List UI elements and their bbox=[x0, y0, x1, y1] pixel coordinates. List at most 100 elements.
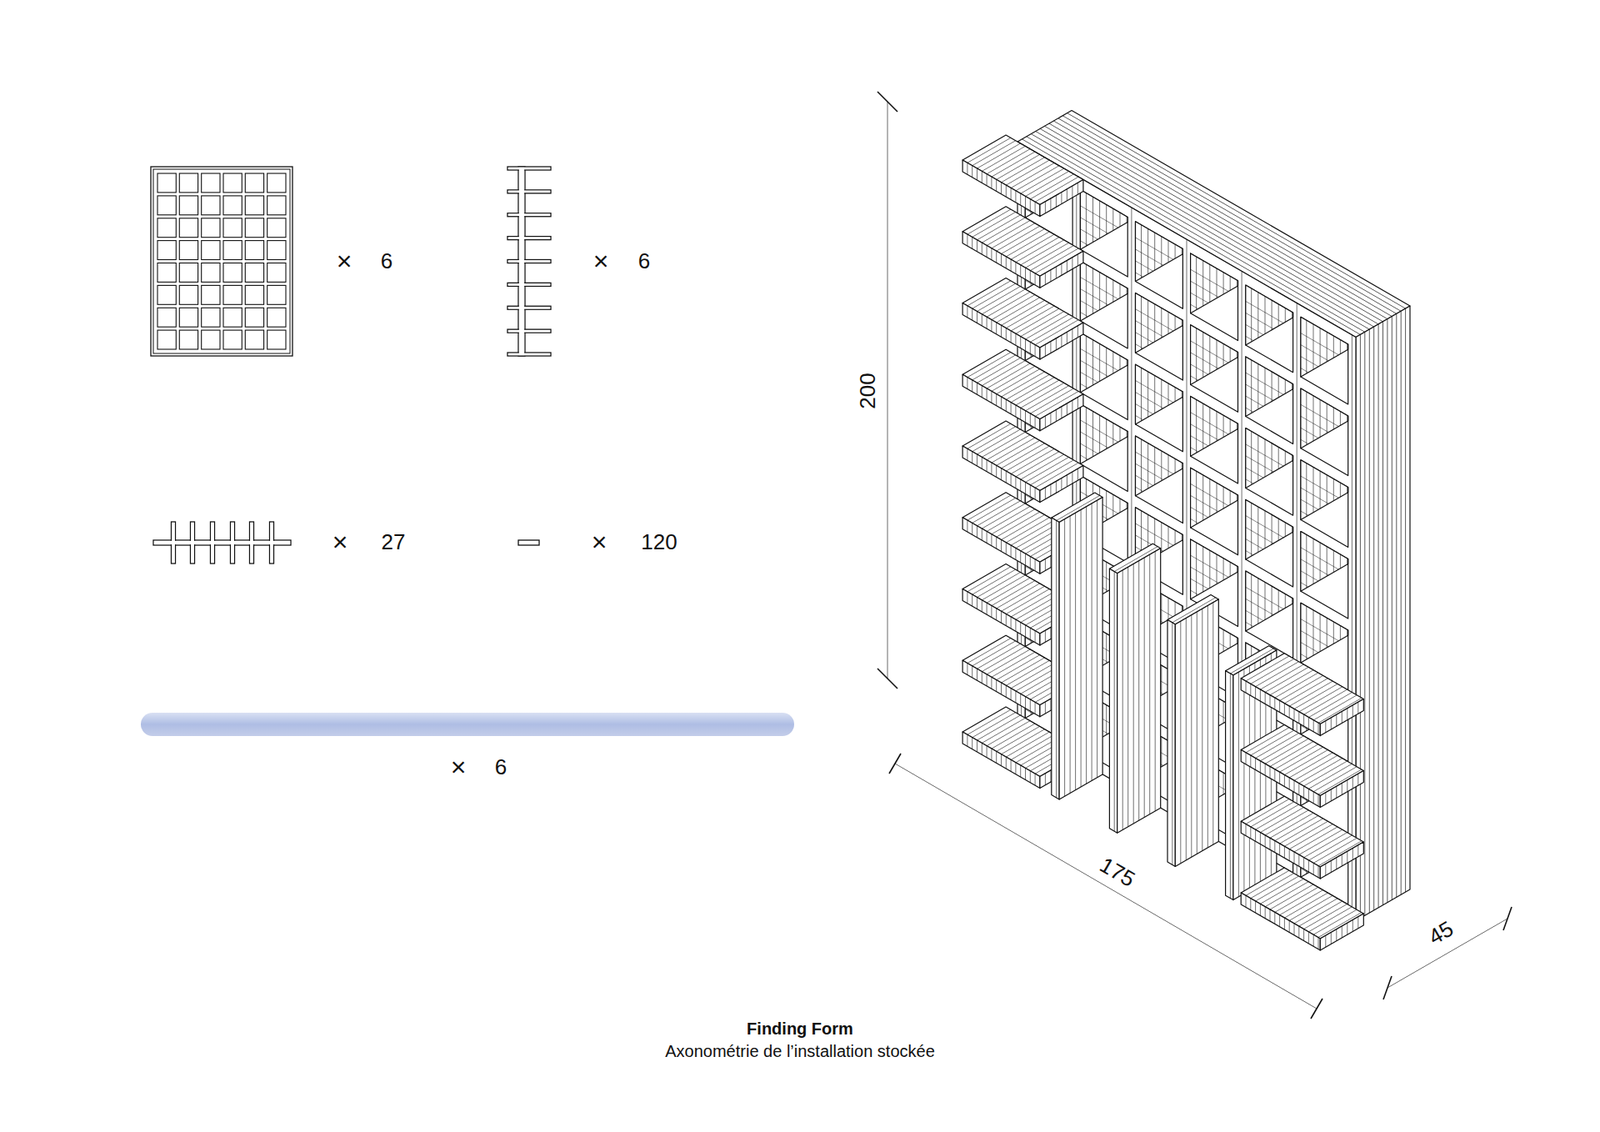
panel-side bbox=[1355, 305, 1410, 921]
vertical-fin-front bbox=[1225, 670, 1234, 900]
grid-cell bbox=[157, 263, 176, 283]
wall-hatch bbox=[1140, 367, 1142, 421]
wall-hatch bbox=[1126, 359, 1128, 366]
floor-hatch bbox=[1245, 372, 1284, 395]
shelf-hatch bbox=[995, 680, 997, 692]
shelf-hatch bbox=[1196, 611, 1198, 855]
quantity: 120 bbox=[640, 530, 677, 553]
shelf-hatch bbox=[991, 151, 1035, 177]
shelf-hatch bbox=[967, 280, 1011, 306]
shelf-hatch bbox=[1255, 829, 1256, 841]
shelf-left-front bbox=[962, 660, 1040, 717]
shelf-hatch bbox=[977, 643, 1021, 669]
shelf-hatch bbox=[1245, 680, 1247, 693]
wall-hatch bbox=[1291, 597, 1293, 604]
wall-hatch bbox=[1160, 522, 1162, 553]
shelf-hatch bbox=[1060, 406, 1062, 419]
dimension-value: 45 bbox=[1425, 917, 1457, 949]
shelf-hatch bbox=[995, 750, 997, 763]
wall-hatch bbox=[1250, 431, 1252, 485]
shelf-hatch bbox=[1346, 922, 1348, 935]
floor-hatch bbox=[1300, 570, 1319, 581]
shelf-hatch bbox=[1313, 791, 1315, 804]
grid-cell bbox=[245, 173, 264, 193]
opening bbox=[1135, 364, 1184, 452]
wall-hatch bbox=[1230, 490, 1231, 505]
horizontal-comb-fill bbox=[270, 522, 273, 563]
shelf-hatch bbox=[971, 236, 973, 249]
shelf-hatch bbox=[1284, 750, 1328, 775]
floor-hatch bbox=[1190, 590, 1199, 595]
shelf-hatch bbox=[971, 380, 973, 392]
floor-hatch bbox=[1135, 344, 1144, 349]
shelf-hatch bbox=[995, 179, 997, 191]
wall-hatch bbox=[1195, 400, 1197, 454]
shelf-hatch bbox=[1010, 760, 1012, 772]
floor-hatch bbox=[1080, 240, 1088, 245]
shelf-hatch bbox=[1010, 663, 1055, 689]
shelf-hatch bbox=[1025, 696, 1026, 709]
shelf-hatch bbox=[996, 725, 1040, 751]
quantity: 6 bbox=[495, 755, 507, 778]
shelf-hatch bbox=[1357, 773, 1359, 785]
shelf-hatch bbox=[1270, 884, 1314, 910]
shelf-hatch bbox=[1255, 804, 1300, 830]
shelf-hatch bbox=[1015, 190, 1016, 203]
shelf-hatch bbox=[1274, 840, 1275, 853]
shelf-hatch bbox=[1284, 703, 1285, 715]
shelf-left-front bbox=[962, 303, 1040, 360]
shelf-hatch bbox=[1149, 554, 1150, 815]
shelf-hatch bbox=[1280, 746, 1324, 772]
vertical-comb-fill bbox=[508, 260, 550, 262]
shelf-hatch bbox=[981, 717, 1025, 743]
shelf-hatch bbox=[1015, 262, 1016, 275]
shelf-hatch bbox=[1015, 380, 1060, 405]
shelf-hatch bbox=[1030, 627, 1031, 640]
shelf-hatch bbox=[1304, 760, 1348, 786]
shelf-hatch bbox=[1015, 476, 1016, 489]
wall-hatch bbox=[1126, 216, 1128, 224]
shelf-hatch bbox=[1270, 695, 1271, 707]
wall-hatch bbox=[1160, 665, 1162, 695]
floor-hatch bbox=[1135, 404, 1154, 415]
shelf-hatch bbox=[1045, 344, 1046, 356]
wall-hatch bbox=[1333, 550, 1335, 572]
panel-hatch bbox=[1030, 134, 1370, 330]
panel-hatch bbox=[1395, 313, 1397, 897]
shelf-hatch bbox=[1289, 920, 1290, 932]
shelf-hatch bbox=[1005, 542, 1007, 555]
shelf-hatch bbox=[996, 154, 1040, 180]
wall-hatch bbox=[1160, 450, 1162, 481]
shelf-hatch bbox=[1020, 407, 1021, 420]
shelf-hatch bbox=[1010, 188, 1012, 200]
shelf-hatch bbox=[1001, 229, 1045, 255]
shelf-right-front bbox=[1240, 892, 1320, 950]
shelf-hatch bbox=[1270, 837, 1271, 850]
grid-cell bbox=[157, 307, 176, 327]
shelf-hatch bbox=[1346, 708, 1348, 720]
shelf-hatch bbox=[986, 531, 988, 544]
floor-hatch bbox=[1300, 499, 1319, 510]
wall-hatch bbox=[1168, 597, 1170, 620]
shelf-hatch bbox=[1341, 711, 1343, 724]
wall-hatch bbox=[1333, 479, 1335, 501]
floor-hatch bbox=[1190, 447, 1199, 452]
wall-hatch bbox=[1147, 229, 1149, 275]
shelf-hatch bbox=[976, 454, 978, 466]
shelf-hatch bbox=[986, 649, 1030, 675]
shelf-hatch bbox=[1020, 336, 1021, 349]
shelf-hatch bbox=[1020, 240, 1065, 265]
shelf-hatch bbox=[1045, 201, 1046, 214]
shelf-hatch bbox=[1015, 333, 1016, 345]
shelf-hatch bbox=[1346, 780, 1348, 792]
wall-hatch bbox=[1216, 340, 1218, 370]
shelf-hatch bbox=[1066, 331, 1068, 344]
panel-hatch bbox=[1360, 334, 1361, 918]
shelf-hatch bbox=[1001, 729, 1045, 755]
floor-hatch bbox=[1080, 383, 1088, 388]
shelf-hatch bbox=[976, 168, 978, 180]
opening bbox=[1135, 293, 1184, 381]
floor-hatch bbox=[1080, 277, 1119, 300]
wall-hatch bbox=[1346, 558, 1348, 565]
shelf-hatch bbox=[1279, 915, 1280, 927]
